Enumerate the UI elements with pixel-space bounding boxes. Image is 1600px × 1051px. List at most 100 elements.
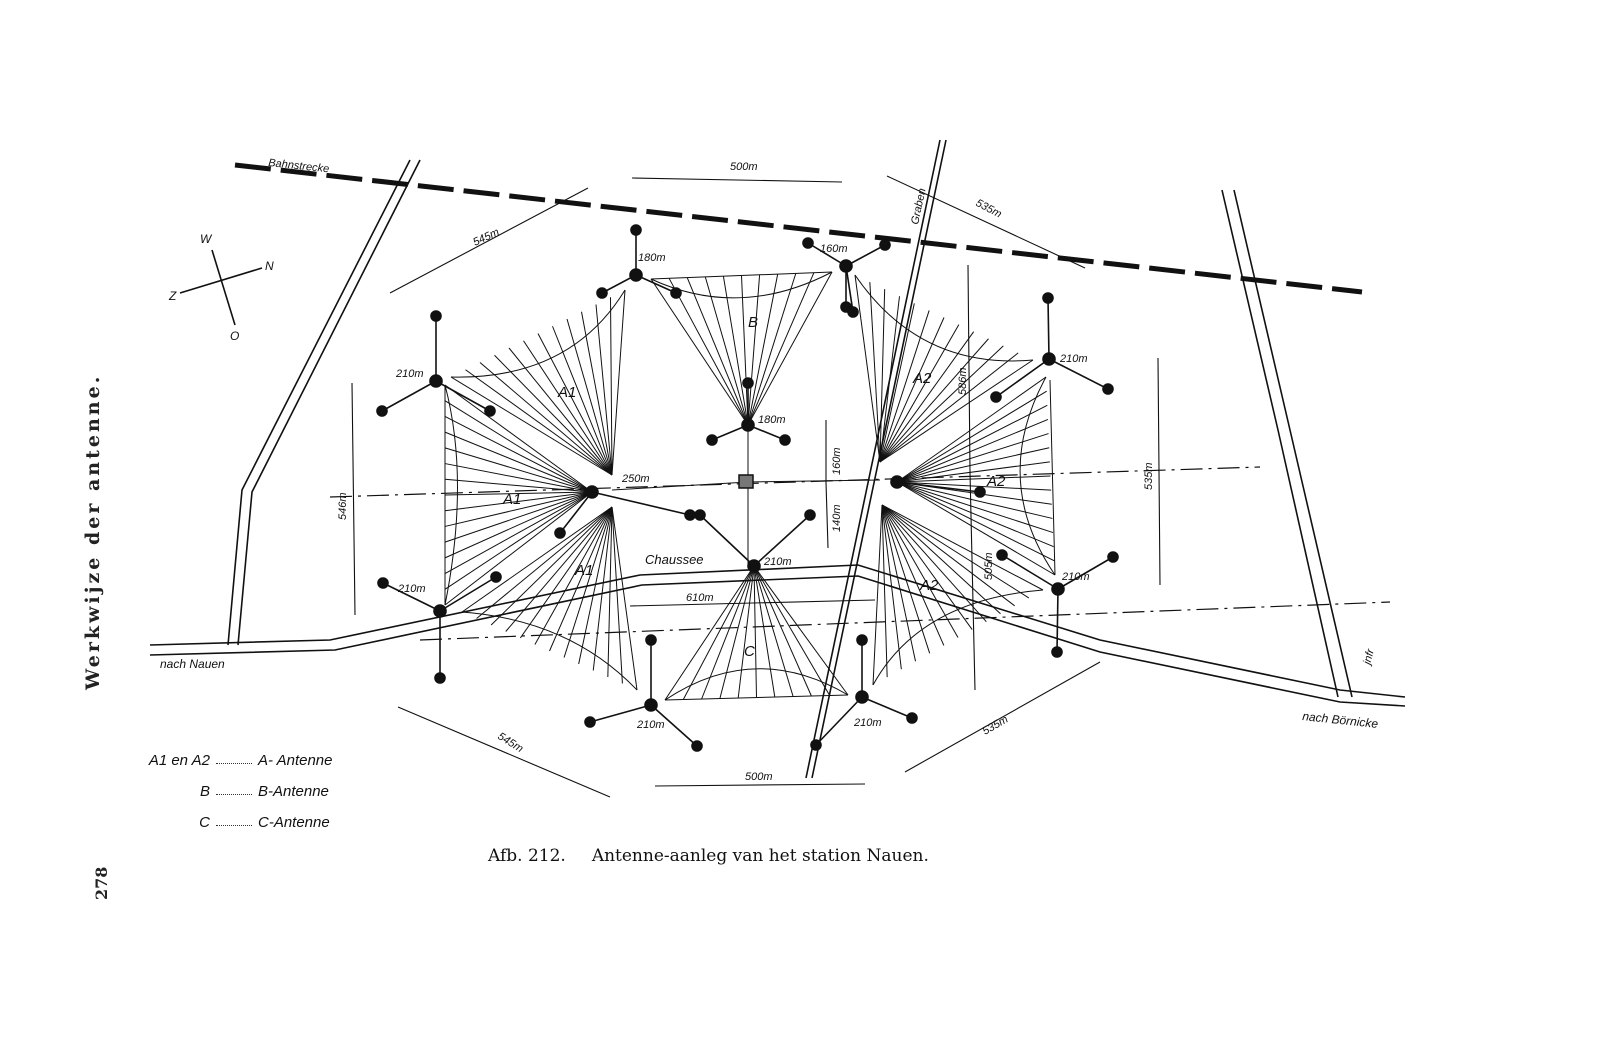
distance-label: 500m xyxy=(745,771,773,783)
anchor-point xyxy=(670,287,682,299)
a1-antenna-wire xyxy=(444,491,593,527)
height-label: 180m xyxy=(758,414,786,426)
a1-antenna-wire xyxy=(444,431,593,493)
distance-label: 160m xyxy=(831,447,843,475)
antenna-a2-label: A2 xyxy=(986,473,1006,490)
anchor-point xyxy=(630,224,642,236)
anchor-point xyxy=(430,310,442,322)
anchor-point xyxy=(802,237,814,249)
figure-title: Antenne-aanleg van het station Nauen. xyxy=(591,846,929,866)
chaussee-road xyxy=(149,564,1406,707)
mast xyxy=(1051,582,1065,596)
a2-antenna-wire xyxy=(881,504,1030,599)
a2-antenna-wire xyxy=(896,481,1053,519)
a1-antenna-wire xyxy=(444,415,593,493)
b-antenna-wire xyxy=(747,272,815,426)
a2-antenna-wire xyxy=(881,504,916,662)
a2-antenna-wire xyxy=(896,461,1050,483)
hatched-curve xyxy=(872,589,1044,686)
b-antenna-wire xyxy=(704,276,749,426)
compass-o: O xyxy=(230,329,239,343)
a1-antenna-wire xyxy=(444,384,593,493)
anchor-point xyxy=(906,712,918,724)
railway-line xyxy=(234,162,1363,295)
height-label: 210m xyxy=(636,719,665,731)
lower-axis xyxy=(419,601,1391,641)
guy-wire xyxy=(589,704,652,723)
distance-label: 586m xyxy=(957,367,969,395)
guy-wire xyxy=(650,704,698,747)
antenna-edge xyxy=(1049,379,1056,576)
center-axis xyxy=(329,466,1261,498)
a2-antenna-wire xyxy=(881,504,987,622)
b-antenna-wire xyxy=(650,278,749,426)
dimension-line xyxy=(631,177,843,183)
height-label: 210m xyxy=(395,368,424,380)
a2-antenna-wire xyxy=(896,418,1049,483)
a2-antenna-wire xyxy=(896,481,1056,576)
dimension-line xyxy=(389,187,589,294)
b-antenna-wire xyxy=(747,274,761,426)
guy-wire xyxy=(1056,588,1059,653)
a2-antenna-wire xyxy=(854,274,881,463)
anchor-point xyxy=(856,634,868,646)
mast xyxy=(747,559,761,573)
a1-antenna-wire xyxy=(444,491,593,512)
to-nauen-label: nach Nauen xyxy=(160,657,225,671)
dimension-line xyxy=(654,783,866,787)
dimension-line xyxy=(904,661,1101,773)
mast xyxy=(629,268,643,282)
c-antenna-wire xyxy=(753,565,849,696)
anchor-point xyxy=(584,716,596,728)
b-antenna-wire xyxy=(686,277,749,426)
a2-antenna-wire xyxy=(896,481,1054,534)
a1-antenna-wire xyxy=(444,400,593,493)
anchor-point xyxy=(596,287,608,299)
mast xyxy=(585,485,599,499)
distance-label: 500m xyxy=(730,161,758,173)
mast xyxy=(433,604,447,618)
a1-antenna-wire xyxy=(552,326,613,476)
anchor-point xyxy=(1107,551,1119,563)
anchor-point xyxy=(974,486,986,498)
anchor-point xyxy=(1042,292,1054,304)
c-antenna-wire xyxy=(753,565,776,698)
antenna-a2-label: A2 xyxy=(919,577,939,594)
legend-key: B xyxy=(199,783,210,800)
anchor-point xyxy=(706,434,718,446)
guy-wire xyxy=(559,491,593,534)
a1-antenna-wire xyxy=(595,304,613,476)
anchor-point xyxy=(691,740,703,752)
a1-antenna-wire xyxy=(578,506,613,665)
guy-wire xyxy=(1057,556,1114,590)
b-antenna-wire xyxy=(747,271,833,426)
guy-wire xyxy=(861,696,913,719)
guy-wire xyxy=(1047,297,1050,360)
a2-antenna-wire xyxy=(896,447,1050,483)
guy-wire xyxy=(382,582,441,612)
guy-wire xyxy=(1001,554,1059,590)
distance-label: 535m xyxy=(974,197,1004,221)
a1-antenna-wire xyxy=(610,297,613,476)
a1-antenna-wire xyxy=(444,463,593,493)
a2-antenna-wire xyxy=(896,475,1051,483)
antenna-a1-label: A1 xyxy=(557,384,576,401)
guy-wire xyxy=(815,696,863,746)
anchor-point xyxy=(376,405,388,417)
a1-antenna-wire xyxy=(508,347,613,476)
a1-antenna-wire xyxy=(611,289,626,476)
anchor-point xyxy=(1102,383,1114,395)
distance-label: 545m xyxy=(471,226,501,249)
a2-antenna-wire xyxy=(881,504,1044,591)
a2-antenna-wire xyxy=(896,481,1054,548)
mast xyxy=(644,698,658,712)
mast xyxy=(741,418,755,432)
antenna-b-label: B xyxy=(748,314,758,331)
legend-key: C xyxy=(199,814,210,831)
anchor-point xyxy=(810,739,822,751)
b-antenna-wire xyxy=(747,273,797,426)
height-label: 160m xyxy=(820,243,848,255)
a2-antenna-wire xyxy=(896,481,1055,562)
